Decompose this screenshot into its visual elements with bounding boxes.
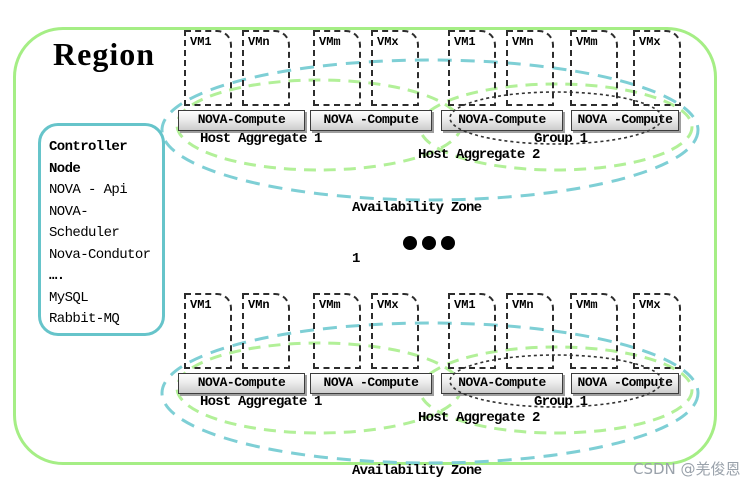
compute-cluster-top: VM1 VMn VMm VMx VM1 VMn VMm VMx NOVA-Com… [0,30,752,267]
vm-box: VM1 [448,30,496,106]
dot-icon [441,236,455,250]
availability-zone-label: Availability Zone 1 [352,166,482,302]
vm-box: VMm [313,30,361,106]
vm-box: VMx [633,30,681,106]
nova-compute-node: NOVA-Compute [441,373,563,394]
controller-service: MySQL [49,289,89,306]
nova-compute-node: NOVA-Compute [178,373,305,394]
vm-box: VMx [371,293,419,369]
region-title: Region [53,36,155,72]
ellipsis-dots [403,236,455,250]
vm-box: VMn [506,30,554,106]
nova-compute-node: NOVA-Compute [178,110,305,131]
group-1-label: Group 1 [534,131,588,147]
vm-box: VMm [570,293,618,369]
vm-box: VMm [313,293,361,369]
controller-title-line: Controller [49,139,128,155]
vm-box: VMx [371,30,419,106]
controller-service: NOVA - Api [49,182,128,198]
controller-service: Rabbit-MQ [49,311,120,327]
host-aggregate-2-label: Host Aggregate 2 [418,410,540,426]
nova-compute-node: NOVA -Compute [310,110,432,131]
vm-box: VMx [633,293,681,369]
dot-icon [422,236,436,250]
vm-box: VMm [570,30,618,106]
nova-compute-node: NOVA -Compute [310,373,432,394]
vm-box: VMn [242,293,290,369]
nova-compute-node: NOVA -Compute [571,373,679,394]
nova-compute-node: NOVA -Compute [571,110,679,131]
vm-box: VM1 [184,293,232,369]
controller-ellipsis: …. [49,268,65,284]
availability-zone-text: Availability Zone [352,200,482,216]
vm-box: VMn [506,293,554,369]
vm-box: VMn [242,30,290,106]
controller-title-line: Node [49,160,81,177]
controller-service: Nova-Condutor [49,246,151,263]
availability-zone-text: Availability Zone [352,463,482,479]
controller-service: Scheduler [49,225,120,241]
controller-service: NOVA- [49,203,89,220]
controller-node-box: Controller Node NOVA - Api NOVA- Schedul… [38,123,165,336]
group-1-label: Group 1 [534,394,588,410]
host-aggregate-1-label: Host Aggregate 1 [200,394,322,410]
host-aggregate-1-label: Host Aggregate 1 [200,131,322,147]
vm-box: VM1 [184,30,232,106]
nova-compute-node: NOVA-Compute [441,110,563,131]
availability-zone-number: 1 [352,251,360,267]
dot-icon [403,236,417,250]
host-aggregate-2-label: Host Aggregate 2 [418,147,540,163]
availability-zone-label: Availability Zone 1 [352,429,482,486]
vm-box: VM1 [448,293,496,369]
csdn-watermark: CSDN @羌俊恩 [633,460,741,478]
